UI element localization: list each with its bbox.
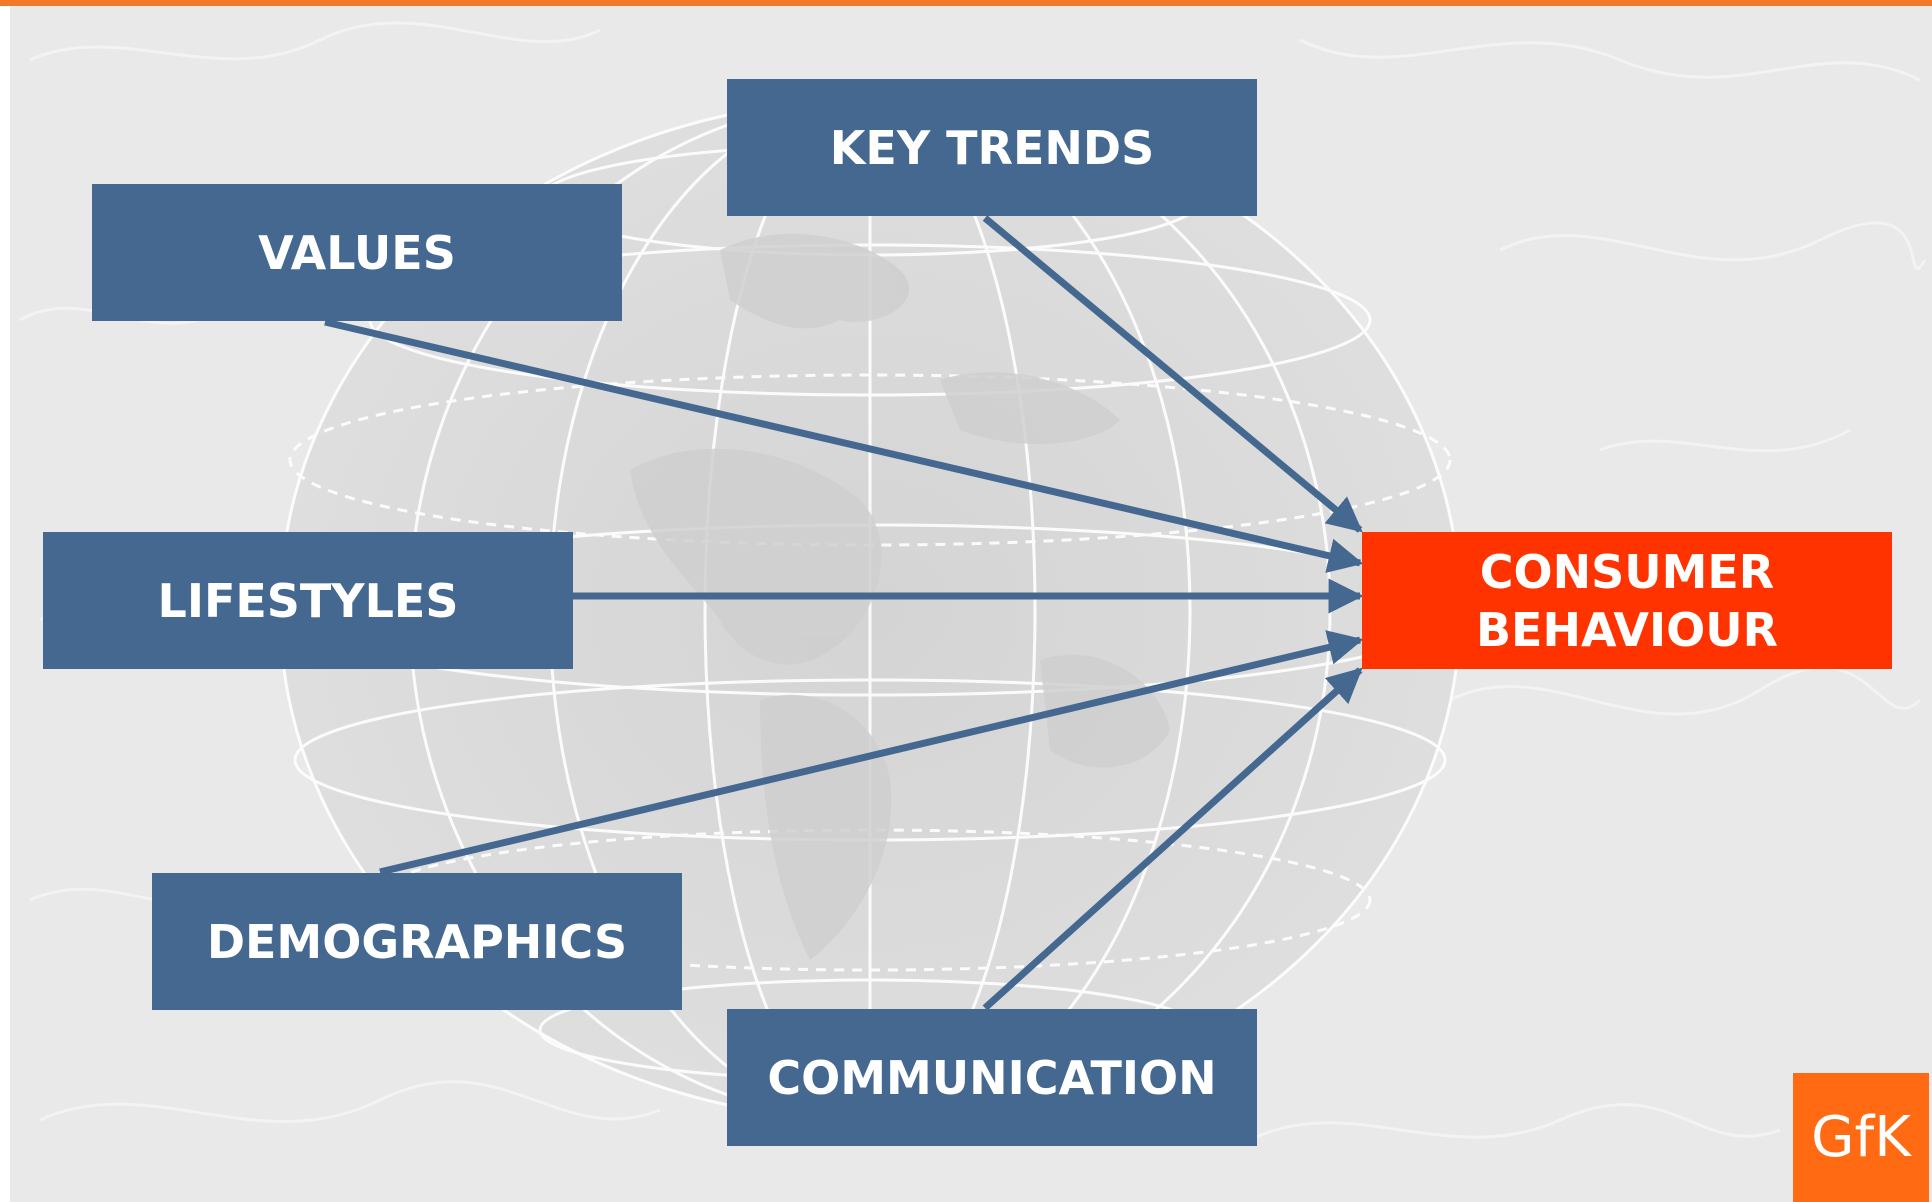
arrow-values [324, 318, 1364, 573]
gfk-logo: GfK [1793, 1073, 1929, 1202]
consumer-behaviour-label: CONSUMER BEHAVIOUR [1476, 543, 1778, 659]
demographics-label: DEMOGRAPHICS [206, 914, 628, 969]
consumer-behaviour-line2: BEHAVIOUR [1475, 602, 1779, 657]
key-trends-label: KEY TRENDS [829, 120, 1155, 175]
communication-label: COMMUNICATION [767, 1050, 1217, 1105]
values-label: VALUES [258, 225, 456, 280]
lifestyles-box: LIFESTYLES [43, 532, 573, 669]
arrow-demographics [379, 630, 1364, 876]
demographics-box: DEMOGRAPHICS [152, 873, 682, 1010]
consumer-behaviour-line1: CONSUMER [1479, 544, 1775, 599]
values-box: VALUES [92, 184, 622, 321]
key-trends-box: KEY TRENDS [727, 79, 1257, 216]
communication-box: COMMUNICATION [727, 1009, 1257, 1146]
consumer-behaviour-box: CONSUMER BEHAVIOUR [1362, 532, 1892, 669]
gfk-logo-text: GfK [1811, 1105, 1911, 1170]
lifestyles-label: LIFESTYLES [157, 573, 459, 628]
arrows [324, 215, 1364, 1011]
top-accent-rule [0, 0, 1932, 6]
arrow-communication [982, 667, 1363, 1011]
arrow-key-trends [982, 215, 1363, 533]
left-margin [0, 6, 10, 1202]
